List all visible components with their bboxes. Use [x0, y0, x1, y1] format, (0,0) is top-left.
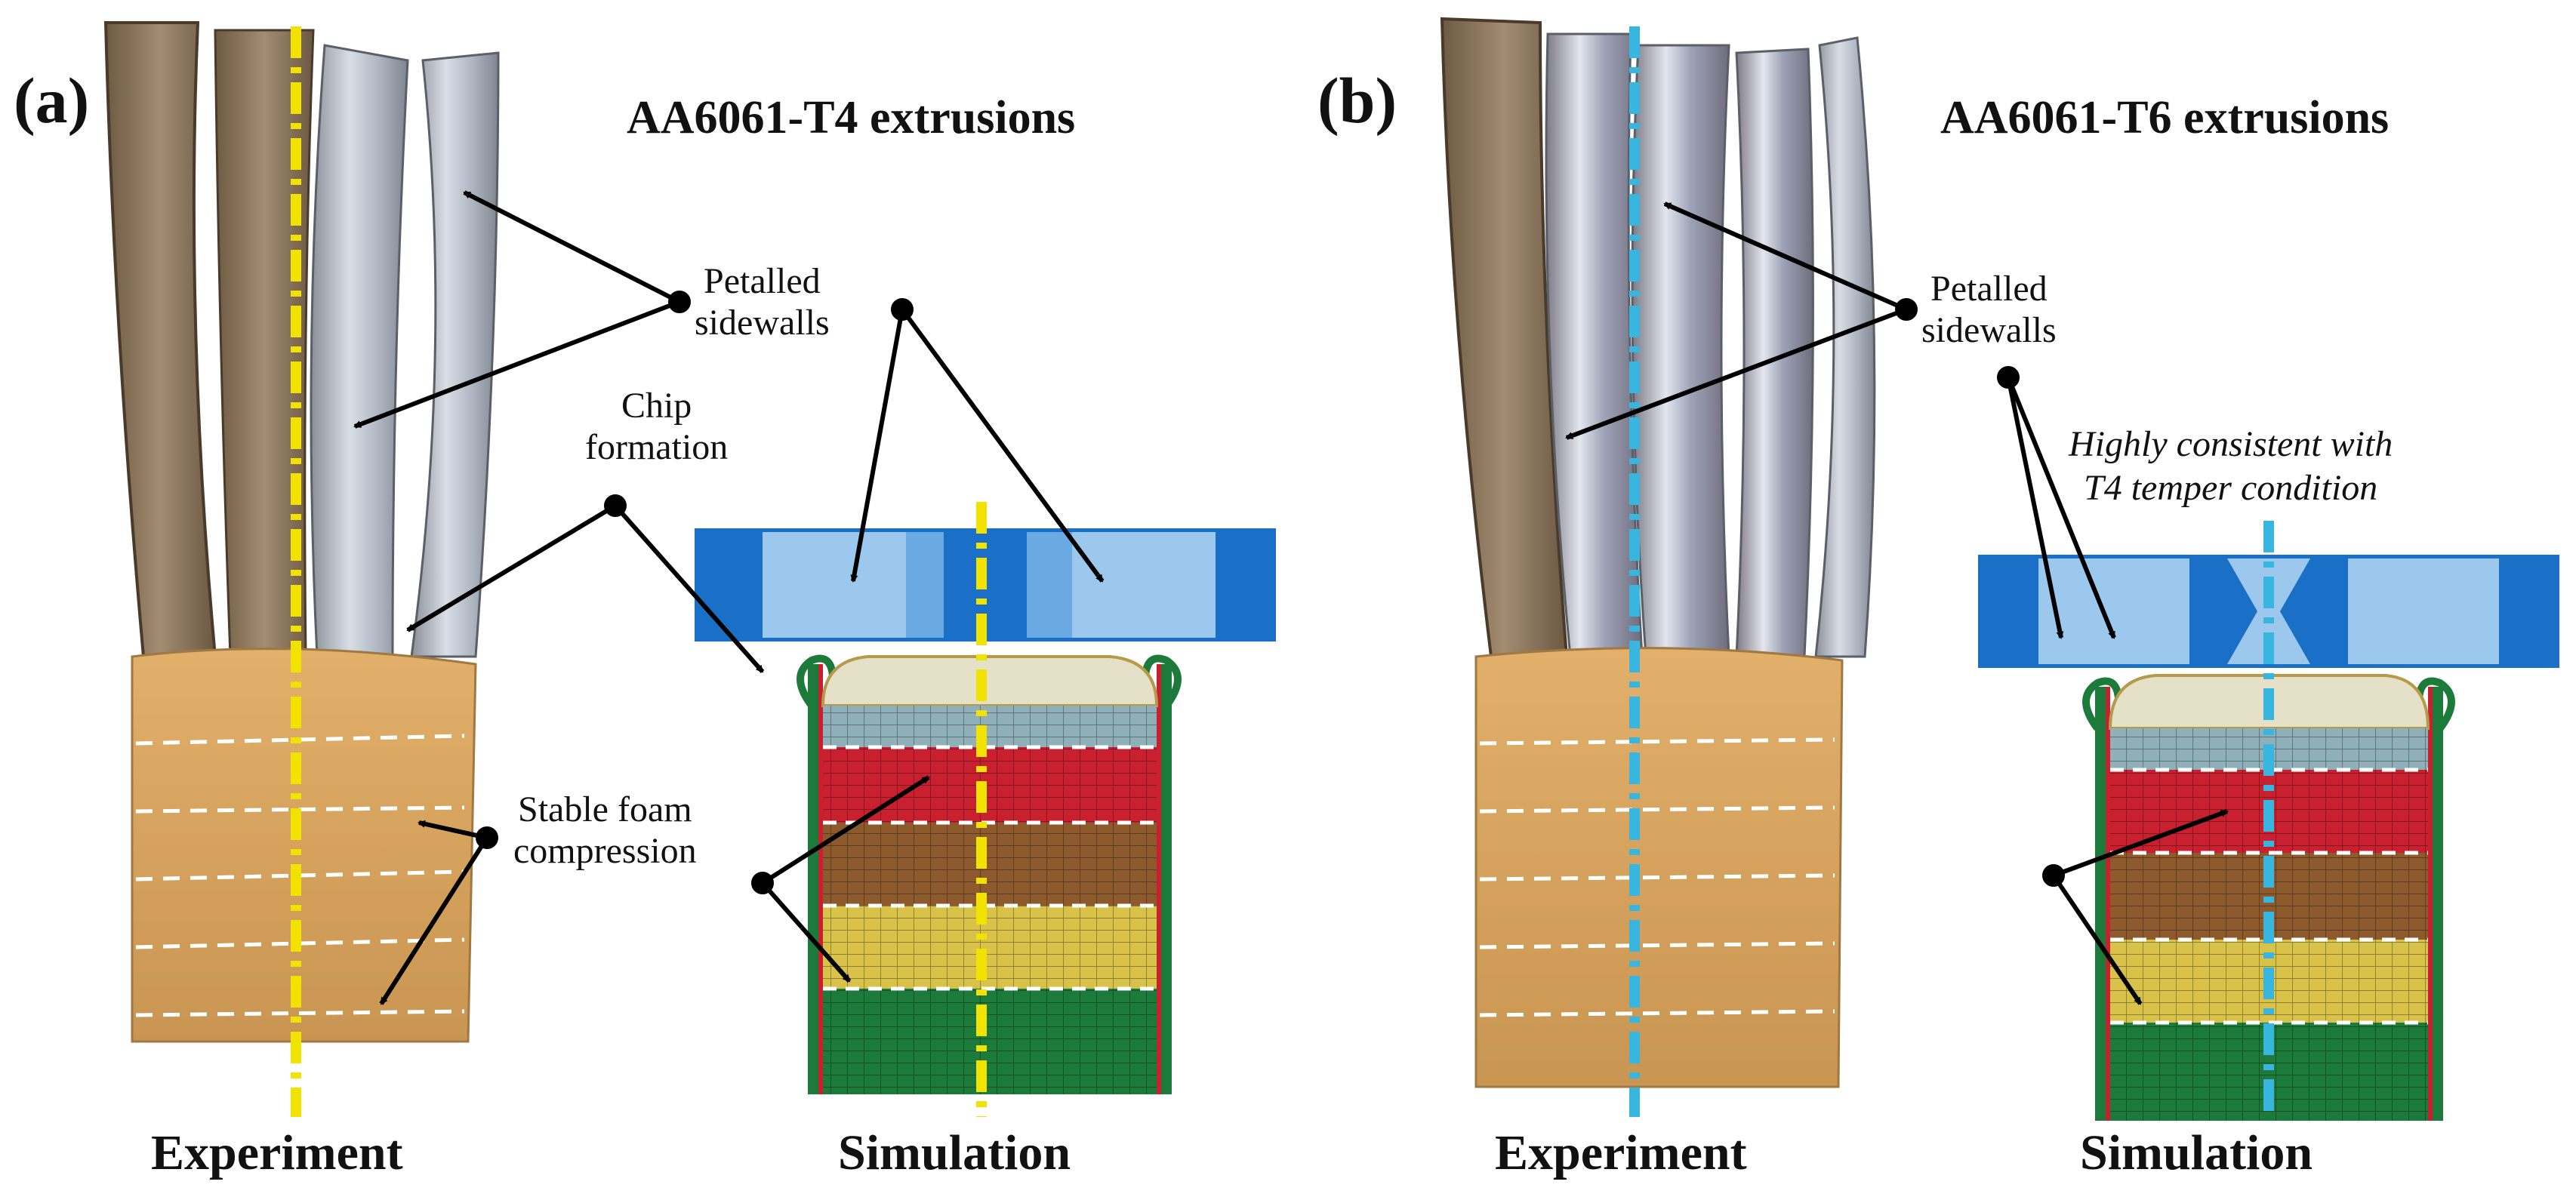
panel-a-caption-simulation: Simulation	[838, 1125, 1071, 1180]
panel-a-simulation-model	[695, 502, 1276, 1117]
petalled-line2: sidewalls	[1921, 310, 2057, 351]
panel-a-petalled-note: Petalled sidewalls	[695, 260, 830, 343]
foam-line1: Stable foam	[518, 789, 692, 829]
panel-b-title: AA6061-T6 extrusions	[1940, 92, 2390, 143]
panel-a-title: AA6061-T4 extrusions	[627, 92, 1076, 143]
chip-line1: Chip	[621, 386, 692, 426]
petalled-line1: Petalled	[704, 261, 821, 301]
panel-a-experiment-photo	[103, 21, 500, 1117]
consistent-line1: Highly consistent with	[2069, 424, 2393, 464]
panel-b-caption-simulation: Simulation	[2080, 1125, 2313, 1180]
panel-a-label: (a)	[14, 64, 90, 137]
chip-line2: formation	[585, 427, 729, 468]
panel-b-label: (b)	[1317, 64, 1397, 137]
panel-b-petalled-note: Petalled sidewalls	[1921, 268, 2057, 351]
panel-b-caption-experiment: Experiment	[1495, 1125, 1747, 1180]
panel-b-consistency-note: Highly consistent with T4 temper conditi…	[2069, 423, 2393, 509]
foam-line2: compression	[513, 831, 697, 872]
callout-arrows	[353, 190, 2229, 1005]
panel-a-chip-note: Chip formation	[585, 385, 728, 468]
panel-b-simulation-model	[1978, 521, 2559, 1121]
panel-a-caption-experiment: Experiment	[151, 1125, 403, 1180]
panel-b-experiment-photo	[1440, 17, 1876, 1117]
petalled-line1: Petalled	[1930, 269, 2048, 309]
petalled-line2: sidewalls	[695, 303, 830, 343]
consistent-line2: T4 temper condition	[2084, 467, 2378, 508]
panel-a-foam-note: Stable foam compression	[513, 789, 697, 872]
